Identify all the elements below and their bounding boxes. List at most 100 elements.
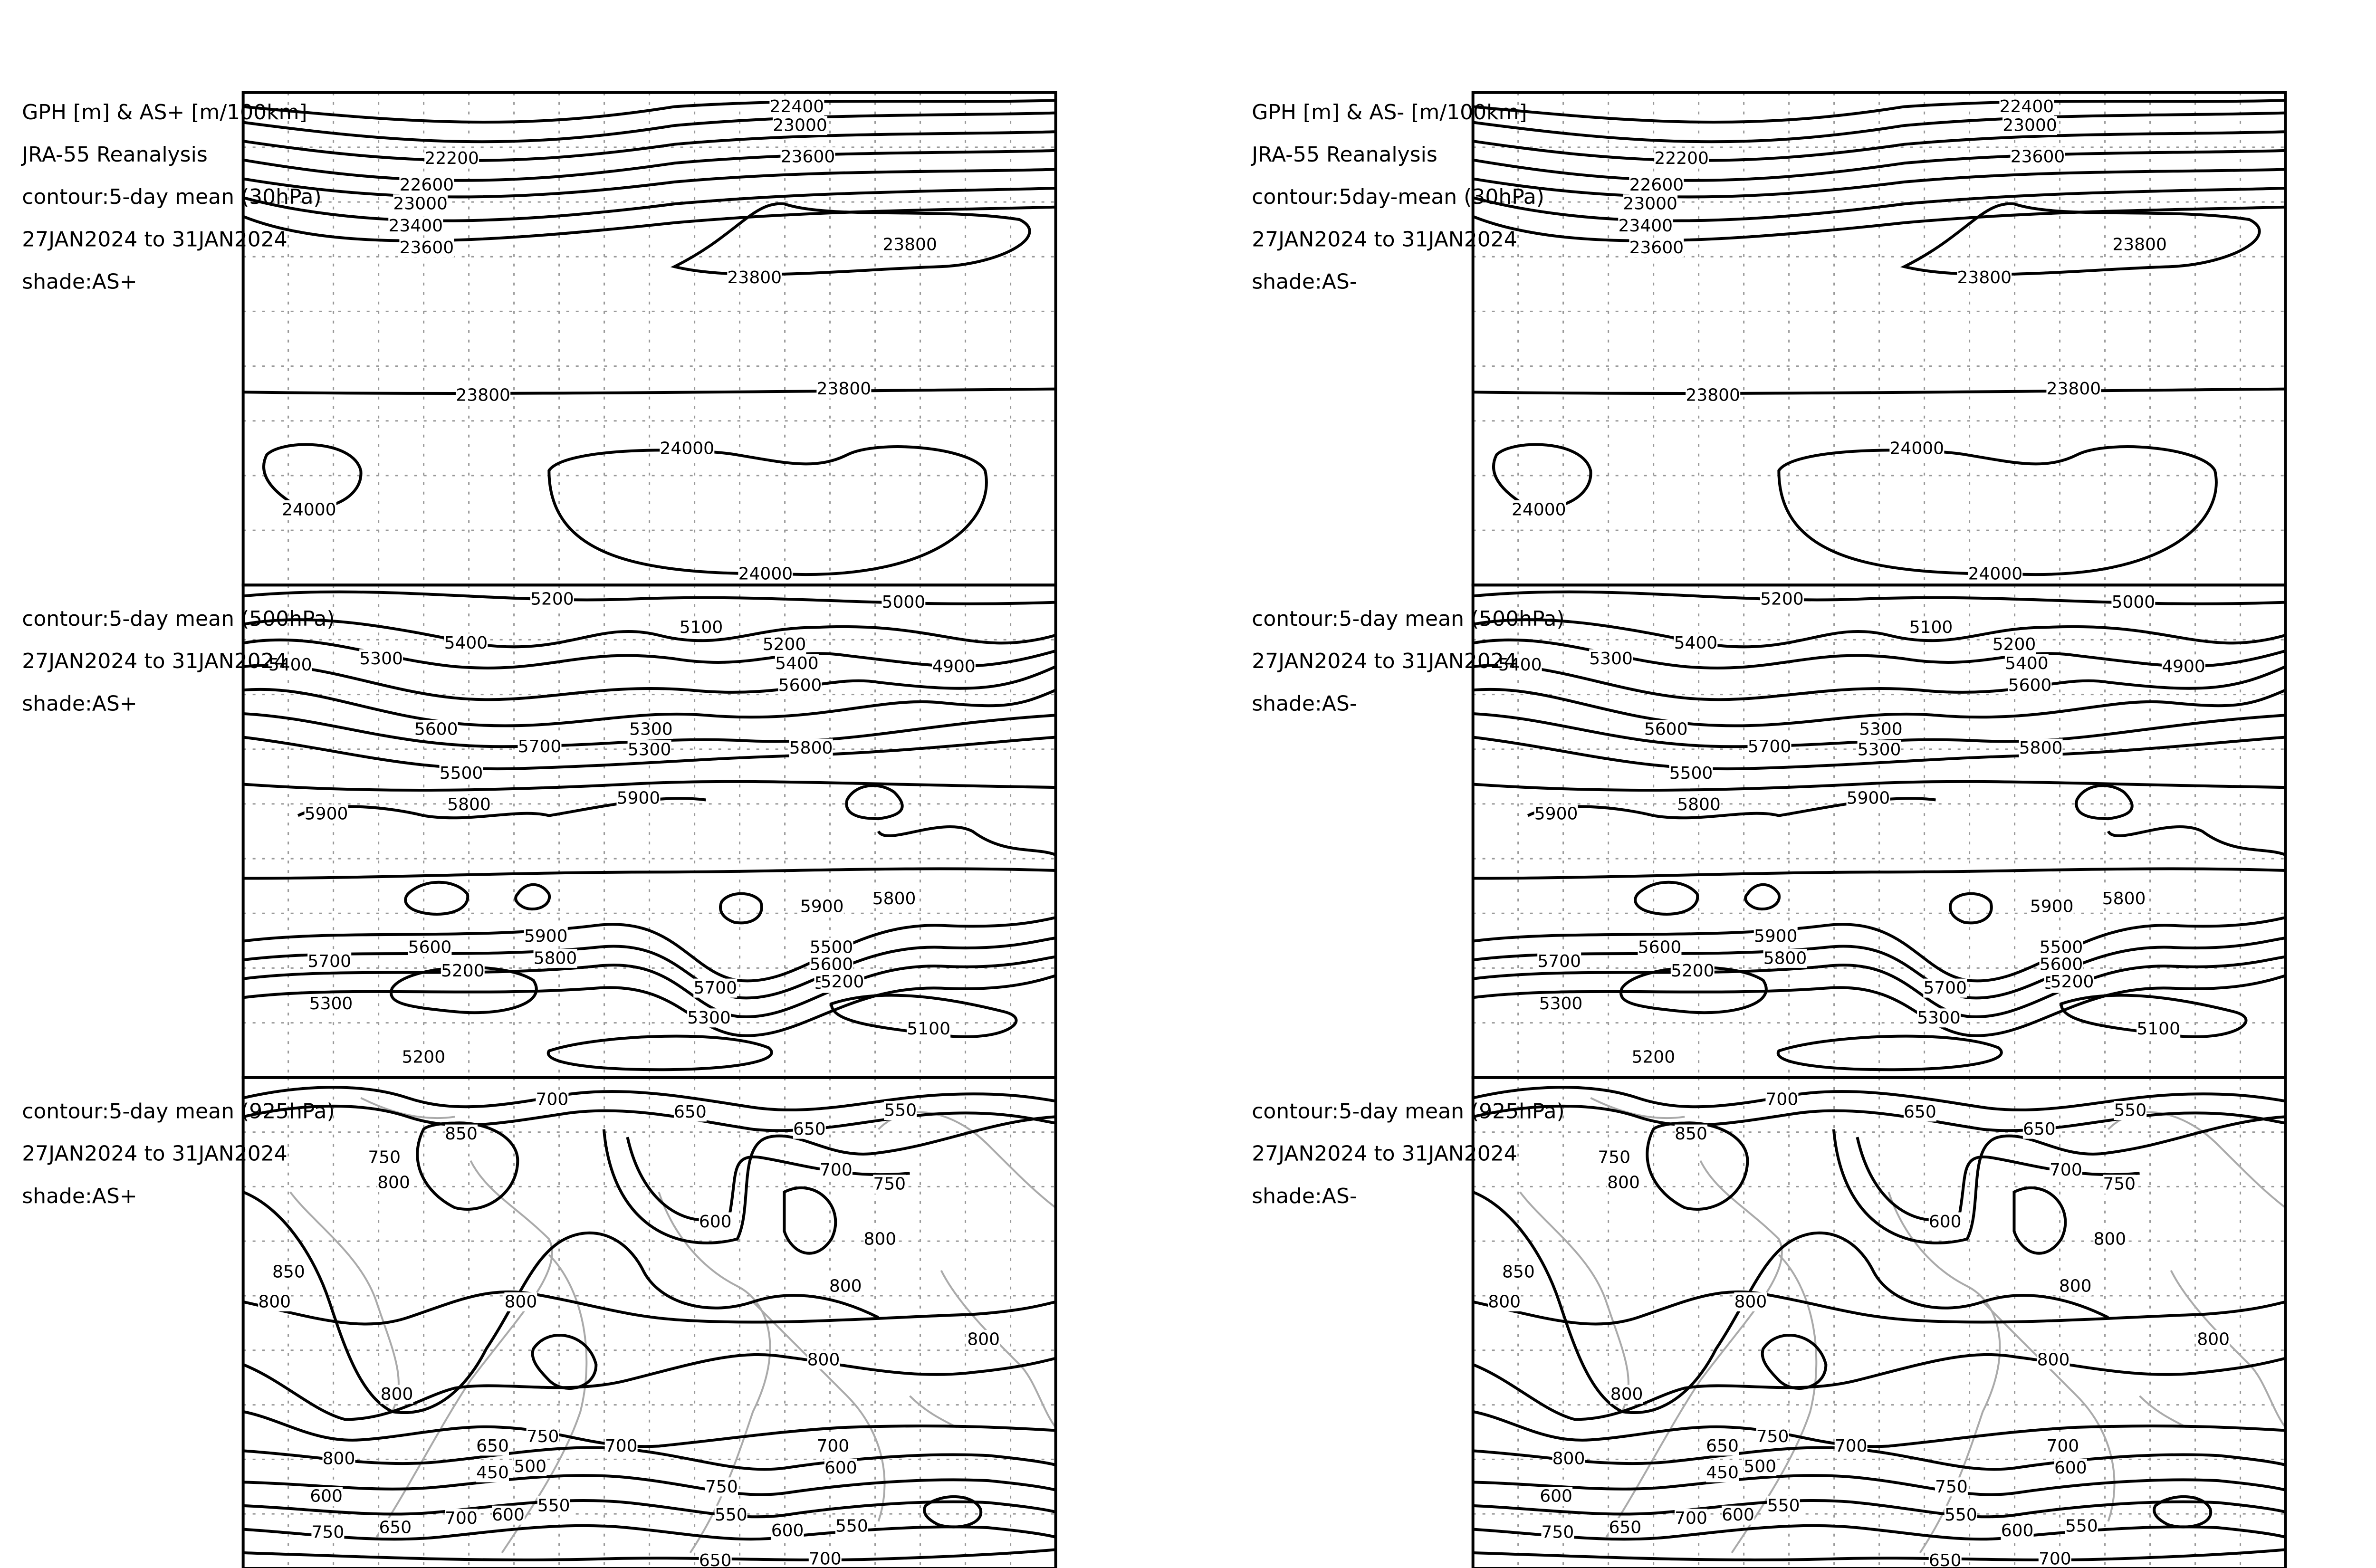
contour-label-bg <box>1638 937 1682 957</box>
contour-label: 5500 <box>2040 937 2083 957</box>
contour-label-bg <box>380 1385 413 1404</box>
coastline <box>1731 1254 1818 1554</box>
contour-label: 700 <box>605 1436 638 1456</box>
contour-label-bg <box>769 97 824 116</box>
contour-line <box>1473 867 2286 880</box>
contour-label-bg <box>524 927 568 946</box>
contour-label-bg <box>1834 1436 1868 1456</box>
contour-line <box>243 590 1056 605</box>
contour-label: 5200 <box>2050 972 2094 992</box>
contour-line <box>1473 780 2286 792</box>
contour-line <box>243 1499 1056 1519</box>
contour-label-bg <box>2065 1516 2098 1536</box>
contour-label: 5000 <box>882 593 926 612</box>
contour-label: 750 <box>1756 1427 1789 1446</box>
coastline <box>940 1270 1057 1428</box>
contour-label-bg <box>2030 897 2074 916</box>
contour-label-bg <box>359 649 403 669</box>
contour-label-bg <box>1670 961 1715 981</box>
contour-label: 5900 <box>617 789 661 808</box>
contour-line <box>1744 883 1781 911</box>
contour-label: 5400 <box>444 633 488 653</box>
contour-label: 5300 <box>628 740 671 759</box>
contour-line <box>243 664 1056 701</box>
contour-line <box>2060 994 2248 1038</box>
contour-label: 550 <box>835 1516 868 1536</box>
contour-label: 5700 <box>518 737 562 756</box>
contour-label: 5900 <box>305 804 348 824</box>
contour-line <box>2075 784 2134 821</box>
contour-label: 4900 <box>2162 657 2205 676</box>
contour-line <box>670 202 1031 276</box>
contour-label: 800 <box>863 1229 896 1249</box>
contour-line <box>1832 1115 2286 1244</box>
coastline <box>289 1191 400 1412</box>
contour-label-bg <box>882 235 938 254</box>
contour-line <box>243 618 1056 649</box>
contour-label: 700 <box>820 1160 853 1180</box>
contour-label: 600 <box>2001 1521 2034 1540</box>
contour-line <box>1472 1104 2286 1132</box>
contour-label: 5600 <box>1644 720 1688 739</box>
panel-title-line: 27JAN2024 to 31JAN2024 <box>1252 227 1517 251</box>
contour-label-bg <box>2111 593 2156 612</box>
grid-lines <box>243 92 1056 585</box>
contour-label: 5700 <box>693 978 737 998</box>
contour-line <box>1473 736 2286 771</box>
contour-label: 22600 <box>1629 175 1684 195</box>
contour-label: 5200 <box>441 961 485 981</box>
contour-label: 750 <box>2103 1175 2136 1194</box>
coastline <box>1605 1160 1783 1538</box>
contour-label-bg <box>1928 1551 1962 1568</box>
contour-label: 800 <box>381 1385 413 1404</box>
contour-label-bg <box>309 994 353 1013</box>
contour-label-bg <box>819 1160 853 1180</box>
contour-label: 5900 <box>1847 789 1890 808</box>
contour-label: 800 <box>323 1449 355 1468</box>
contour-label: 5900 <box>2030 897 2074 917</box>
contour-label-bg <box>1686 385 1741 405</box>
contour-label: 5200 <box>402 1047 445 1067</box>
contour-line <box>1473 1410 2286 1448</box>
contour-line <box>242 205 1056 242</box>
contour-line <box>877 825 1056 856</box>
contour-label-bg <box>1609 1518 1642 1538</box>
contour-label-bg <box>1631 1047 1676 1067</box>
contour-label: 5300 <box>1589 649 1633 669</box>
contour-line <box>1473 664 2286 701</box>
contour-label-bg <box>1498 655 1542 675</box>
contour-label: 5800 <box>1763 948 1807 968</box>
panel-subtitle-line: 27JAN2024 to 31JAN2024 <box>22 649 287 673</box>
contour-label: 650 <box>476 1436 509 1456</box>
contour-label-bg <box>673 1102 707 1122</box>
contour-line <box>404 880 469 916</box>
contour-label: 5300 <box>359 649 403 669</box>
contour-label: 800 <box>1488 1292 1521 1311</box>
contour-label: 5200 <box>530 590 574 609</box>
contour-label: 5400 <box>1498 655 1542 675</box>
contour-label: 650 <box>793 1119 826 1139</box>
contour-label-bg <box>1744 1457 1777 1476</box>
contour-line <box>2153 1495 2213 1529</box>
contour-label-bg <box>444 1124 478 1144</box>
contour-line <box>719 892 763 925</box>
contour-label: 23000 <box>773 116 827 135</box>
contour-label-bg <box>272 1262 305 1282</box>
contour-line <box>830 994 1018 1038</box>
panel-subtitle-line: 27JAN2024 to 31JAN2024 <box>22 1142 287 1166</box>
contour-label: 700 <box>1835 1436 1868 1456</box>
coastline <box>501 1254 588 1554</box>
contour-label-bg <box>1857 740 1901 759</box>
contour-label-bg <box>793 1119 826 1139</box>
contour-label-bg <box>1765 1090 1799 1109</box>
contour-label-bg <box>1734 1292 1767 1311</box>
contour-label-bg <box>2039 937 2083 957</box>
coastline <box>1887 1192 2001 1554</box>
contour-line <box>243 1548 1056 1562</box>
